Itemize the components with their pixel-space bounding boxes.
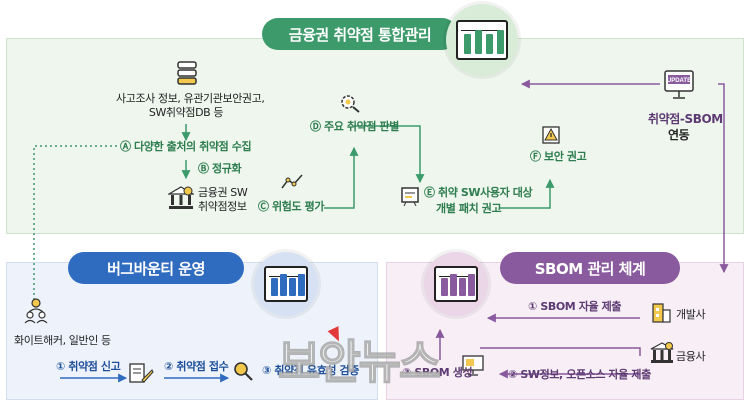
step-e-patch: 개별 패치 권고 <box>436 202 502 215</box>
checklist-board-icon <box>401 187 419 206</box>
monitor-icon <box>462 355 484 376</box>
sbom-management-title: SBOM 관리 체계 <box>500 252 680 284</box>
institution-database-icon <box>168 186 194 209</box>
db-label: 금융권 SW <box>198 186 248 199</box>
database-server-icon <box>177 61 197 85</box>
building-icon <box>652 303 671 323</box>
bank-icon <box>650 342 674 363</box>
update-device-icon: UPDATE <box>664 70 694 99</box>
sbom-step-3-generate: ③ SBOM 생성 <box>402 366 473 379</box>
vulnerability-management-title: 금융권 취약점 통합관리 <box>262 18 458 50</box>
bug-bounty-title: 버그바운티 운영 <box>68 252 244 284</box>
users-icon <box>24 298 48 324</box>
financial-label: 금융사 <box>676 350 706 363</box>
sbom-step-1-submit: ① SBOM 자율 제출 <box>528 300 622 313</box>
sbom-link-label: 연동 <box>668 128 690 142</box>
developer-label: 개발사 <box>676 308 706 321</box>
sources-text: SW취약점DB 등 <box>148 106 224 119</box>
step-a-collect: Ⓐ 다양한 출처의 취약점 수집 <box>120 140 252 153</box>
magnifier-icon <box>234 362 253 381</box>
step-e-patch: Ⓔ 취약 SW사용자 대상 <box>424 186 533 199</box>
step-b-normalize: Ⓑ 정규화 <box>198 162 242 175</box>
bug-step-1-report: ① 취약점 신고 <box>56 360 121 373</box>
step-d-judgment: Ⓓ 주요 취약점 판별 <box>310 120 399 133</box>
server-rack-icon <box>456 20 508 60</box>
bug-bounty-actors: 화이트해커, 일반인 등 <box>14 334 111 347</box>
gear-search-icon <box>341 95 360 113</box>
trend-chart-icon <box>281 174 303 189</box>
sbom-link-label: 취약점-SBOM <box>648 112 723 126</box>
server-rack-icon <box>264 266 308 302</box>
bug-step-3-verify: ③ 취약점 유효성 검증 <box>262 364 359 377</box>
vulnerability-management-panel <box>6 38 744 234</box>
sources-text: 사고조사 정보, 유관기관보안권고, <box>116 92 265 105</box>
bug-step-2-receive: ② 취약점 접수 <box>164 360 229 373</box>
update-icon-label: UPDATE <box>667 78 691 84</box>
db-label: 취약점정보 <box>198 200 247 213</box>
step-f-advisory: Ⓕ 보안 권고 <box>530 150 587 163</box>
server-rack-icon <box>434 266 478 302</box>
sbom-step-2-submit-info: ② SW정보, 오픈소스 자율 제출 <box>508 368 651 381</box>
step-c-risk: Ⓒ 위험도 평가 <box>258 200 325 213</box>
watermark: 보안뉴스 <box>277 334 442 390</box>
warning-icon <box>542 126 560 144</box>
document-sign-icon <box>129 363 154 383</box>
